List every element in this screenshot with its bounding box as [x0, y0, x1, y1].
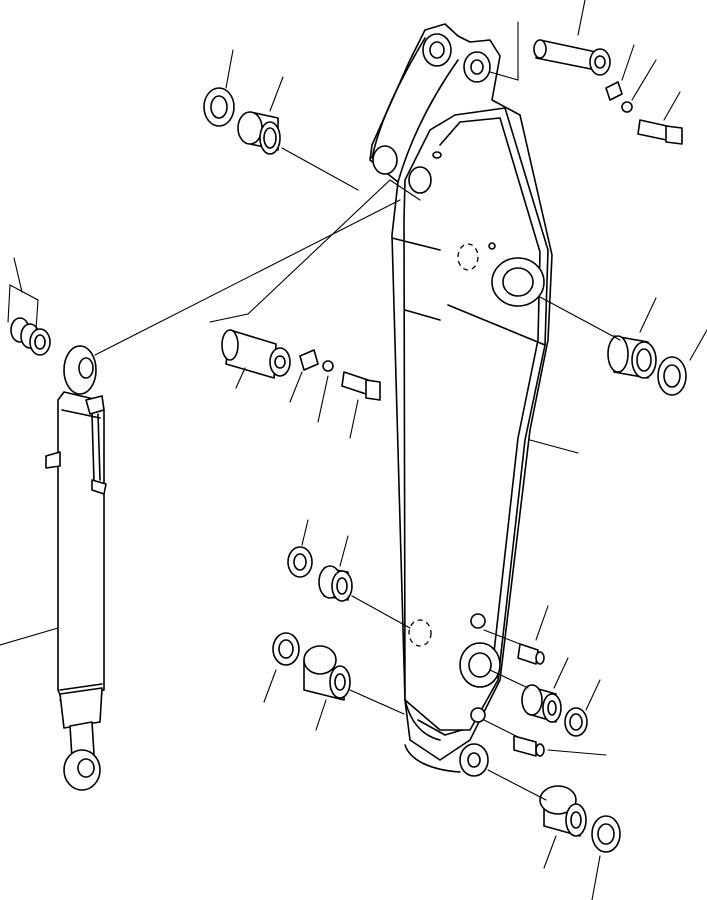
- shim-set: [7, 257, 51, 356]
- right-bushing-group: [539, 296, 707, 396]
- middle-pin-group: [94, 179, 421, 439]
- arm-cylinder: [0, 345, 107, 791]
- bottom-bushing-group: [487, 769, 621, 900]
- lower-center-bushing-group: [263, 519, 411, 731]
- top-pin-group: [489, 0, 683, 145]
- arm-body: [369, 23, 579, 777]
- lower-right-fitting-group: [483, 605, 607, 757]
- top-left-bushing-group: [203, 49, 359, 191]
